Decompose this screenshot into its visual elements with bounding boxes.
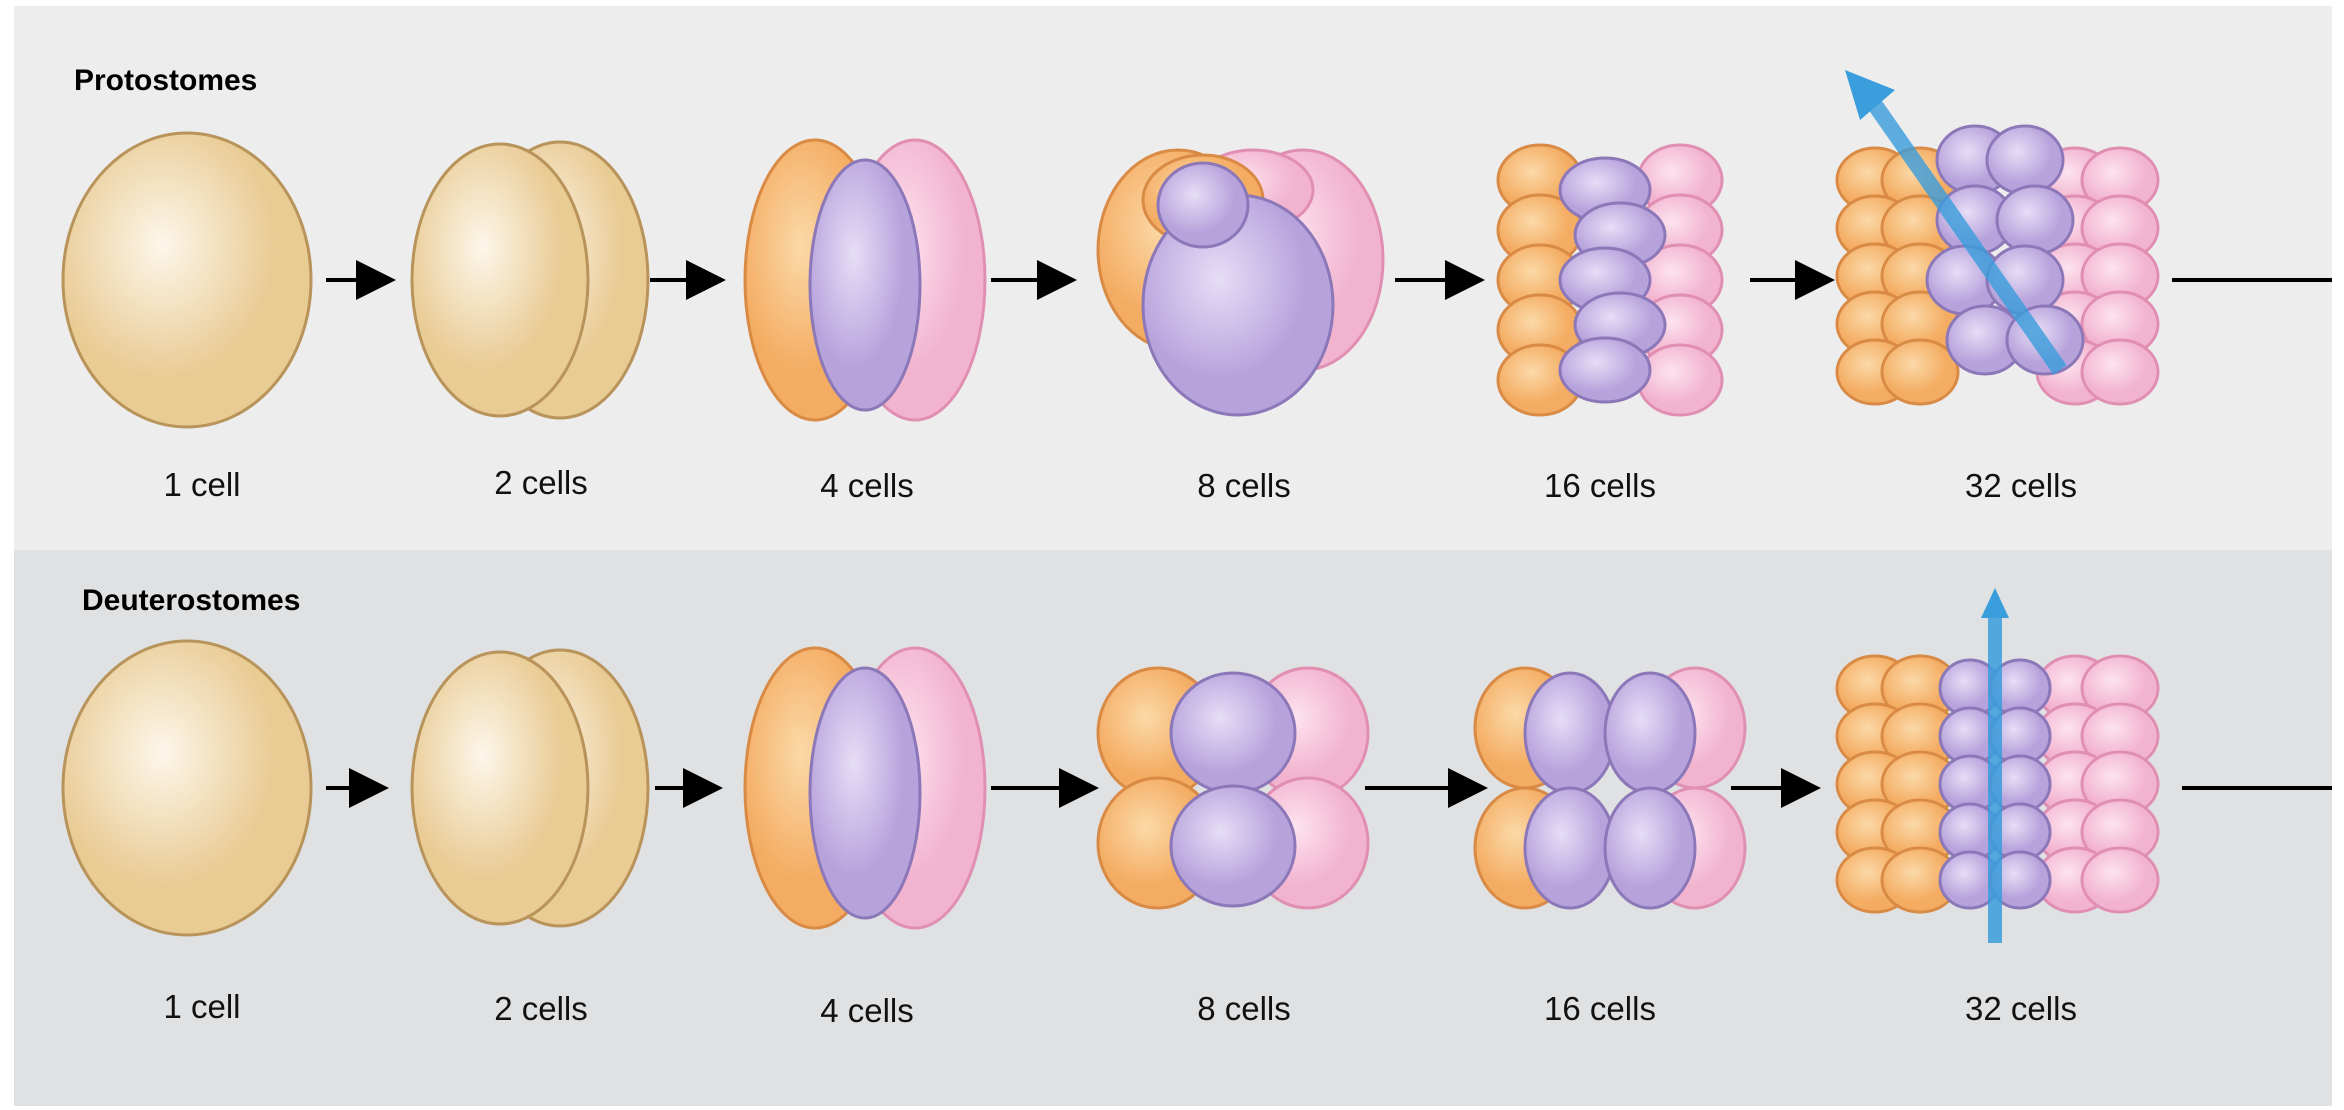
embryo-4-cells [743,646,987,930]
cell-ball [1995,184,2075,256]
embryo-1-cell [61,639,313,937]
single-cell [61,639,313,937]
cell-ball [2080,846,2160,914]
embryo-32-cells [1835,588,2160,943]
embryo-8-cells [1096,148,1385,417]
embryo-4-cells [743,138,987,422]
cell-ball [2080,338,2160,406]
cell-ball [808,158,922,412]
cell-ball [1985,124,2065,196]
cell-ball [1558,336,1652,404]
embryo-1-cell [61,131,313,429]
proto-stage-label: 32 cells [1965,467,2077,504]
blastomere [410,650,590,926]
cell-ball [1523,671,1617,795]
embryo-8-cells [1096,666,1370,910]
cell-ball [1603,786,1697,910]
oblique-axis-arrow-icon [1845,70,2067,375]
cell-ball [1156,161,1250,249]
cell-ball [1603,671,1697,795]
proto-stage-label: 4 cells [820,467,914,504]
deutero-stage-label: 32 cells [1965,990,2077,1027]
deuterostomes-heading: Deuterostomes [82,584,301,617]
embryo-32-cells [1835,70,2160,406]
cell-ball [1636,343,1724,417]
embryo-16-cells [1473,666,1747,910]
blastomere [410,142,590,418]
cell-ball [1169,671,1297,795]
proto-stage-label: 16 cells [1544,467,1656,504]
cell-ball [1880,338,1960,406]
cell-ball [1169,784,1297,908]
embryo-2-cells [410,648,650,928]
cell-ball [1523,786,1617,910]
cell-ball [808,666,922,920]
single-cell [61,131,313,429]
embryo-2-cells [410,140,650,420]
vertical-axis-arrow-icon [1981,588,2009,943]
protostomes-heading: Protostomes [74,64,258,97]
proto-stage-label: 1 cell [163,466,241,503]
deutero-stage-label: 2 cells [494,990,588,1027]
deutero-stage-label: 16 cells [1544,990,1656,1027]
deutero-stage-label: 4 cells [820,992,914,1029]
deutero-stage-label: 1 cell [163,988,241,1025]
proto-stage-label: 2 cells [494,464,588,501]
proto-stage-label: 8 cells [1197,467,1291,504]
deutero-stage-label: 8 cells [1197,990,1291,1027]
embryo-16-cells [1496,143,1724,417]
